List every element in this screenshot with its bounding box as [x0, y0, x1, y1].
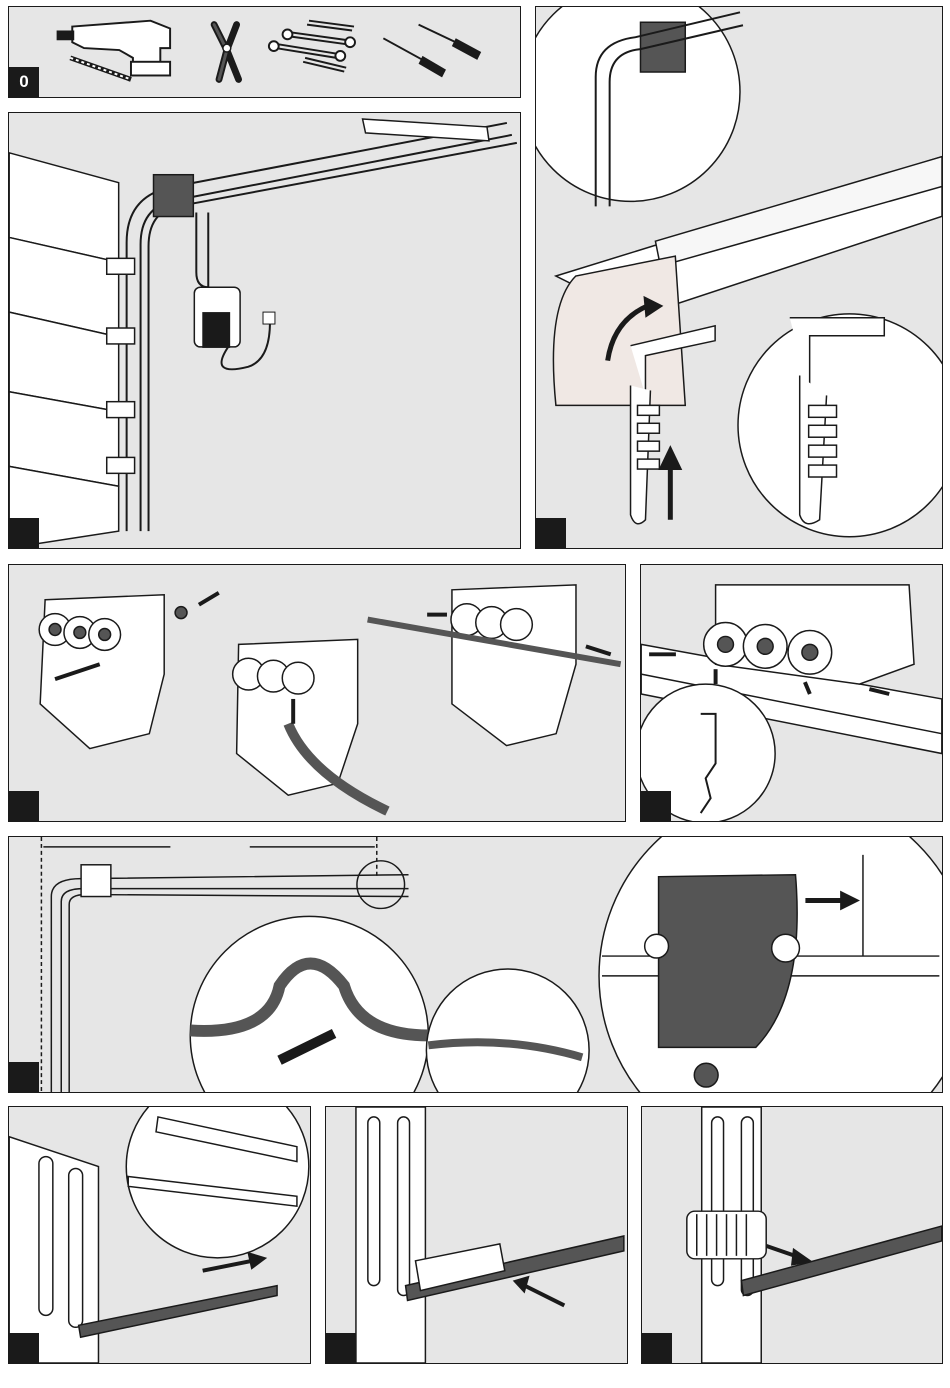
step-number-badge	[9, 1333, 39, 1363]
panel-step-3-belt-insertion	[8, 564, 626, 822]
belt-insertion-illustration	[9, 565, 625, 821]
panel-step-8-spring-mount	[641, 1106, 943, 1364]
wire-cutter-icon	[214, 25, 238, 80]
rack-clip-illustration	[326, 1107, 627, 1363]
drill-bit-icon	[70, 58, 131, 80]
panel-step-2-rail-connector	[535, 6, 943, 549]
step-number-badge	[326, 1333, 356, 1363]
belt-tension-illustration	[9, 837, 942, 1092]
panel-step-0-tools: 0	[8, 6, 521, 98]
drill-icon	[57, 21, 170, 76]
step-number-badge	[9, 791, 39, 821]
spring-coil	[687, 1211, 766, 1259]
step-number-badge	[9, 1062, 39, 1092]
screwdriver-icon	[383, 25, 481, 78]
panel-step-6-rack-insertion	[8, 1106, 311, 1364]
step-number-badge	[642, 1333, 672, 1363]
panel-step-5-belt-tension	[8, 836, 943, 1093]
panel-step-7-rack-clip	[325, 1106, 628, 1364]
operator-head	[154, 175, 194, 217]
step-number-badge: 0	[9, 67, 39, 97]
wrench-icon	[269, 21, 355, 72]
door-leaf	[356, 1107, 425, 1363]
step-number-badge	[536, 518, 566, 548]
step-number-badge	[9, 518, 39, 548]
tools-illustration	[9, 7, 520, 97]
carriage-on-rail-illustration	[641, 565, 942, 821]
rack-insertion-illustration	[9, 1107, 310, 1363]
garage-overview-illustration	[9, 113, 520, 548]
step-number-badge	[641, 791, 671, 821]
panel-step-1-garage-overview	[8, 112, 521, 549]
rail-connector-illustration	[536, 7, 942, 548]
spring-mount-illustration	[642, 1107, 942, 1363]
panel-step-4-carriage-on-rail	[640, 564, 943, 822]
garage-door-panels	[9, 153, 118, 548]
